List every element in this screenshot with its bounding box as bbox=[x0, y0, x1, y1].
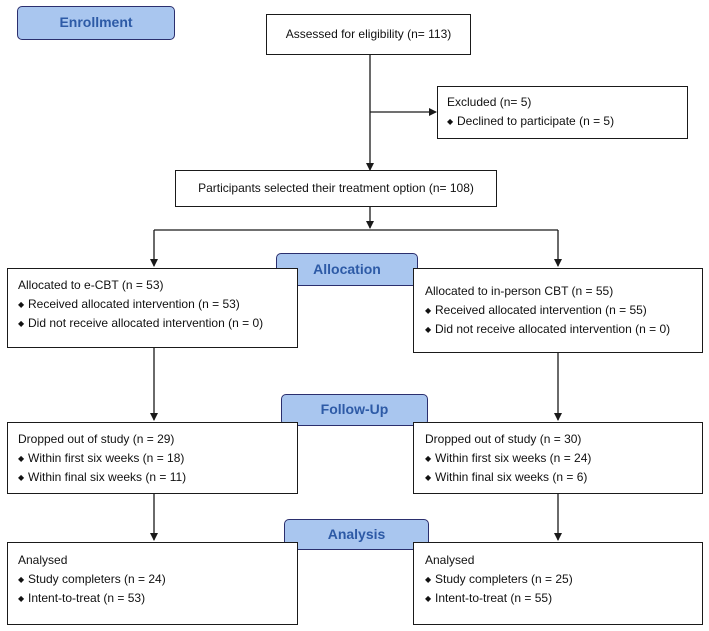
diamond-bullet-icon: ◆ bbox=[447, 117, 454, 126]
list-item: ◆Study completers (n = 24) bbox=[18, 570, 297, 589]
list-item: ◆Received allocated intervention (n = 53… bbox=[18, 295, 297, 314]
list-item: ◆Did not receive allocated intervention … bbox=[18, 314, 297, 333]
list-item: ◆Did not receive allocated intervention … bbox=[425, 320, 702, 339]
assessed-text: Assessed for eligibility (n= 113) bbox=[285, 27, 452, 41]
assessed-box: Assessed for eligibility (n= 113) bbox=[266, 14, 471, 55]
diamond-bullet-icon: ◆ bbox=[425, 594, 432, 603]
list-item: ◆Study completers (n = 25) bbox=[425, 570, 702, 589]
diamond-bullet-icon: ◆ bbox=[18, 575, 25, 584]
diamond-bullet-icon: ◆ bbox=[18, 454, 25, 463]
analysis-right-box: Analysed ◆Study completers (n = 25) ◆Int… bbox=[413, 542, 703, 625]
list-item: ◆Within first six weeks (n = 24) bbox=[425, 449, 702, 468]
selected-text: Participants selected their treatment op… bbox=[198, 181, 474, 195]
followup-left-box: Dropped out of study (n = 29) ◆Within fi… bbox=[7, 422, 298, 494]
diamond-bullet-icon: ◆ bbox=[425, 473, 432, 482]
diamond-bullet-icon: ◆ bbox=[18, 300, 25, 309]
diamond-bullet-icon: ◆ bbox=[18, 473, 25, 482]
stage-followup: Follow-Up bbox=[281, 394, 428, 426]
analysis-left-title: Analysed bbox=[18, 553, 68, 567]
diamond-bullet-icon: ◆ bbox=[18, 319, 25, 328]
list-item: ◆Declined to participate (n = 5) bbox=[447, 112, 687, 131]
allocation-left-box: Allocated to e-CBT (n = 53) ◆Received al… bbox=[7, 268, 298, 348]
list-item: ◆Intent-to-treat (n = 53) bbox=[18, 589, 297, 608]
list-item: ◆Within first six weeks (n = 18) bbox=[18, 449, 297, 468]
diamond-bullet-icon: ◆ bbox=[425, 306, 432, 315]
followup-right-box: Dropped out of study (n = 30) ◆Within fi… bbox=[413, 422, 703, 494]
diamond-bullet-icon: ◆ bbox=[425, 325, 432, 334]
diamond-bullet-icon: ◆ bbox=[425, 454, 432, 463]
excluded-title: Excluded (n= 5) bbox=[447, 95, 532, 109]
allocation-right-box: Allocated to in-person CBT (n = 55) ◆Rec… bbox=[413, 268, 703, 353]
diamond-bullet-icon: ◆ bbox=[425, 575, 432, 584]
analysis-left-box: Analysed ◆Study completers (n = 24) ◆Int… bbox=[7, 542, 298, 625]
followup-right-title: Dropped out of study (n = 30) bbox=[425, 432, 582, 446]
allocation-left-title: Allocated to e-CBT (n = 53) bbox=[18, 278, 164, 292]
selected-box: Participants selected their treatment op… bbox=[175, 170, 497, 207]
list-item: ◆Within final six weeks (n = 11) bbox=[18, 468, 297, 487]
stage-analysis: Analysis bbox=[284, 519, 429, 550]
excluded-box: Excluded (n= 5) ◆Declined to participate… bbox=[437, 86, 688, 139]
list-item: ◆Received allocated intervention (n = 55… bbox=[425, 301, 702, 320]
followup-left-title: Dropped out of study (n = 29) bbox=[18, 432, 175, 446]
allocation-right-title: Allocated to in-person CBT (n = 55) bbox=[425, 284, 614, 298]
diamond-bullet-icon: ◆ bbox=[18, 594, 25, 603]
analysis-right-title: Analysed bbox=[425, 553, 475, 567]
list-item: ◆Within final six weeks (n = 6) bbox=[425, 468, 702, 487]
list-item: ◆Intent-to-treat (n = 55) bbox=[425, 589, 702, 608]
stage-enrollment: Enrollment bbox=[17, 6, 175, 40]
